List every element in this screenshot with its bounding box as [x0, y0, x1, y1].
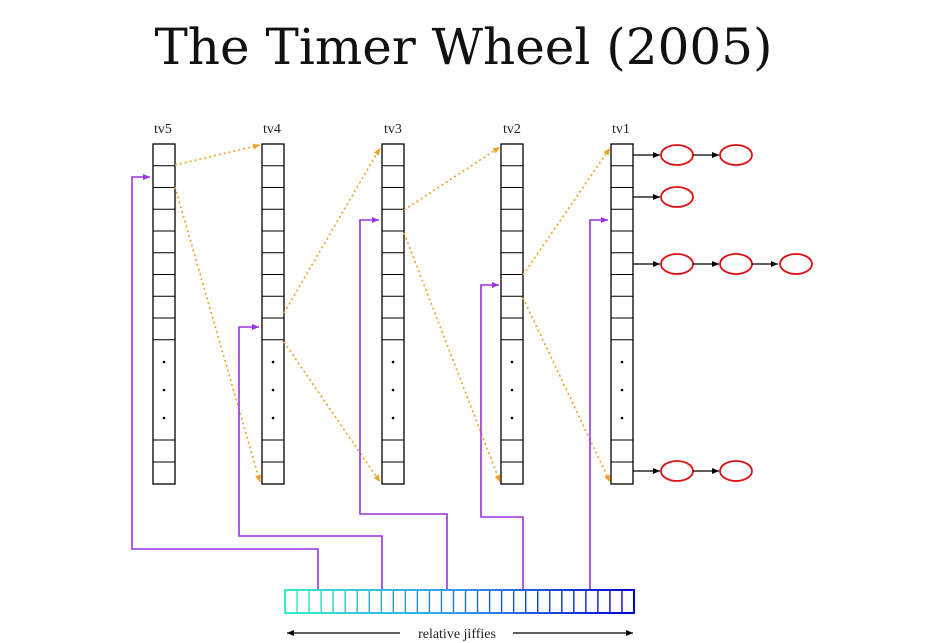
timer-list — [633, 460, 753, 482]
vector-columns — [152, 143, 634, 485]
ellipsis-dot — [162, 388, 166, 392]
index-line-tv4 — [238, 324, 383, 590]
index-lines — [131, 174, 608, 590]
tv2-label: tv2 — [503, 122, 521, 137]
tv5-label: tv5 — [154, 122, 172, 137]
tv1-label: tv1 — [612, 122, 630, 137]
ellipsis-dot — [620, 388, 624, 392]
ellipsis-dot — [271, 416, 275, 420]
tv2-buckets — [500, 143, 524, 485]
tv5-buckets — [152, 143, 176, 485]
tv4-label: tv4 — [263, 122, 281, 137]
timer-node — [660, 253, 694, 275]
index-line-tv1 — [589, 217, 608, 590]
timer-node — [660, 144, 694, 166]
cascade-arrow — [403, 146, 501, 211]
ellipsis-dot — [162, 416, 166, 420]
jiffies-bar-frame — [284, 589, 635, 614]
slide-title: The Timer Wheel (2005) — [154, 18, 773, 76]
cascade-arrow — [522, 297, 611, 483]
timer-list — [633, 253, 813, 275]
timer-lists — [633, 144, 813, 482]
ellipsis-dot — [271, 388, 275, 392]
timer-node — [719, 253, 753, 275]
timer-node — [779, 253, 813, 275]
ellipsis-dot — [391, 416, 395, 420]
timer-list — [633, 144, 753, 166]
timer-node — [719, 460, 753, 482]
index-line-tv2 — [480, 282, 524, 590]
timer-node — [719, 144, 753, 166]
ellipsis-dot — [162, 360, 166, 364]
ellipsis-dot — [271, 360, 275, 364]
cascade-arrow — [283, 147, 381, 314]
index-line-tv5 — [131, 174, 319, 590]
ellipsis-dot — [620, 360, 624, 364]
tv4-buckets — [261, 143, 285, 485]
timer-list — [633, 186, 694, 208]
cascade-arrow — [403, 232, 501, 483]
tv1-buckets — [610, 143, 634, 485]
cascade-arrows — [174, 143, 611, 483]
cascade-arrow — [174, 143, 261, 166]
relative-jiffies-label: relative jiffies — [418, 627, 496, 642]
tv3-buckets — [381, 143, 405, 485]
index-line-tv3 — [359, 217, 448, 590]
cascade-arrow — [174, 186, 261, 483]
ellipsis-dot — [510, 416, 514, 420]
ellipsis-dot — [510, 360, 514, 364]
jiffies-axis: relative jiffies — [287, 627, 633, 642]
cascade-arrow — [283, 341, 381, 483]
tv3-label: tv3 — [384, 122, 402, 137]
timer-node — [660, 460, 694, 482]
jiffies-bar — [284, 589, 635, 614]
ellipsis-dot — [391, 360, 395, 364]
cascade-arrow — [522, 147, 611, 276]
ellipsis-dot — [620, 416, 624, 420]
ellipsis-dot — [510, 388, 514, 392]
timer-node — [660, 186, 694, 208]
ellipsis-dot — [391, 388, 395, 392]
